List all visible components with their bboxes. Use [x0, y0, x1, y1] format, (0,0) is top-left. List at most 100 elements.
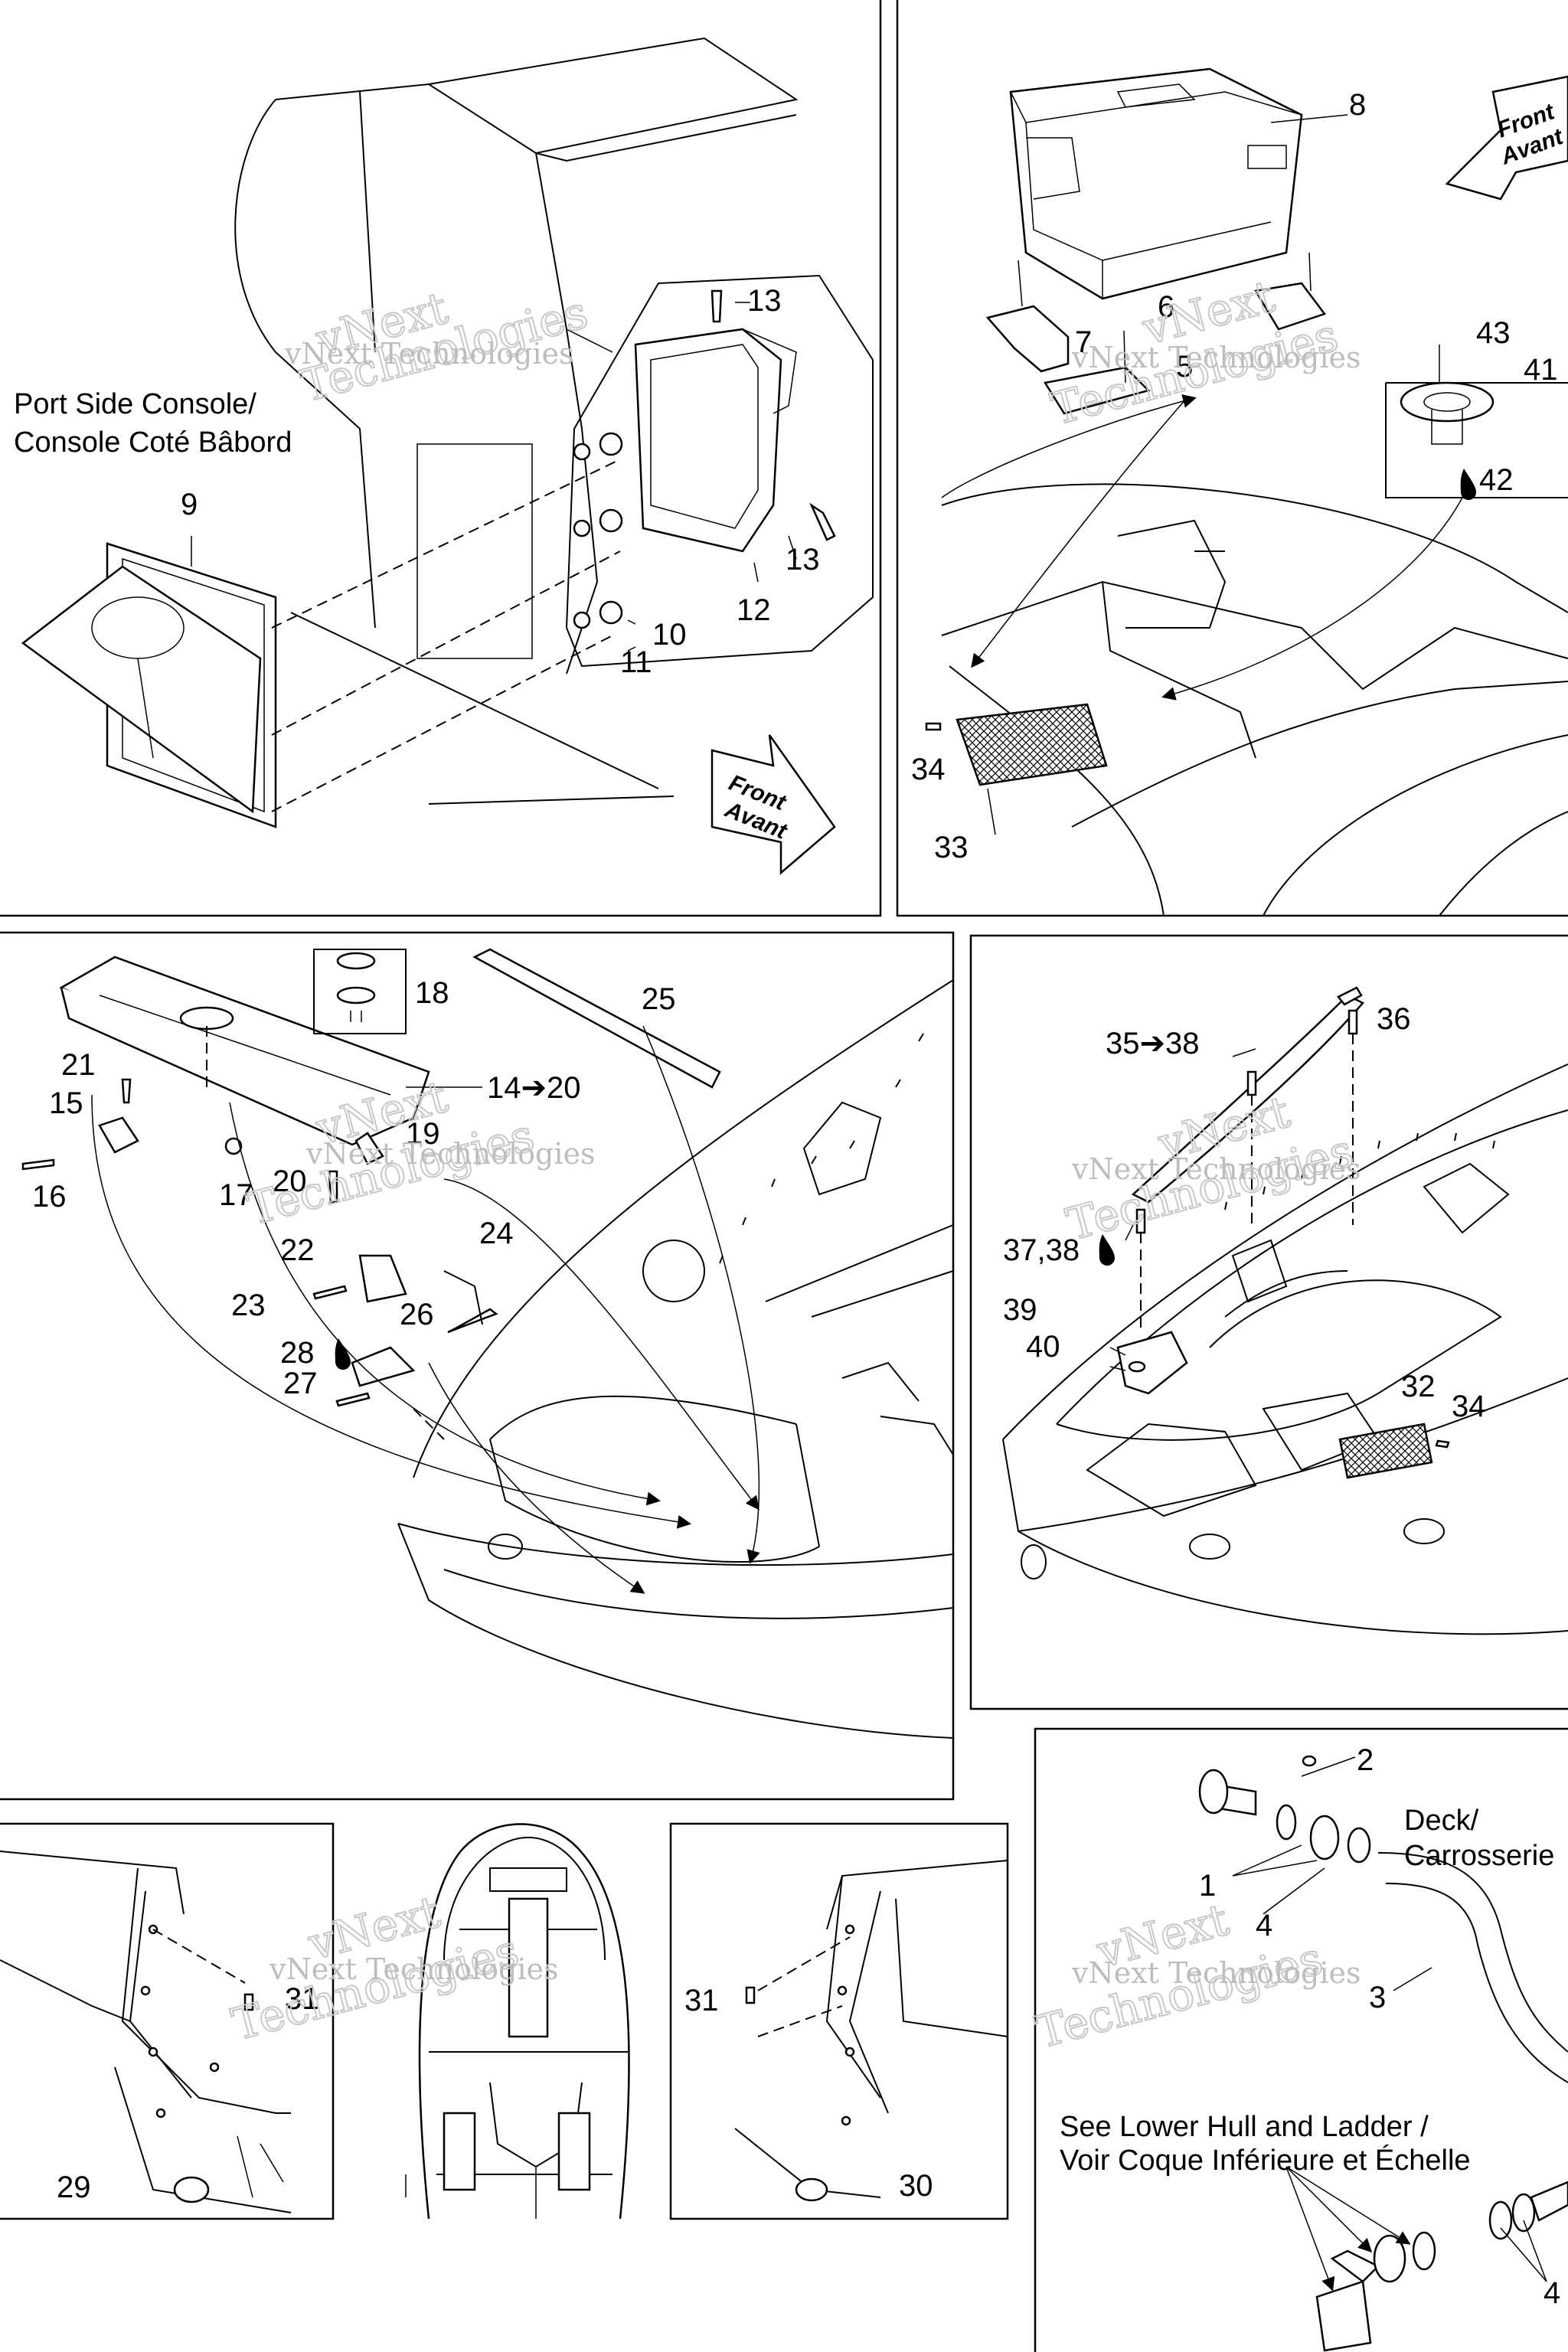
callout-1: 1 [1199, 1869, 1216, 1903]
callout-13: 13 [747, 284, 782, 318]
front-seat-leaders [91, 1025, 760, 1594]
grommet-inset [313, 949, 407, 1034]
callout-35-38: 35➔38 [1106, 1027, 1200, 1060]
storage-net [925, 703, 1108, 786]
callout-19: 19 [406, 1117, 440, 1151]
front-arrow-console: Front Avant [710, 734, 836, 875]
console-hardware [573, 289, 836, 629]
callout-18: 18 [415, 976, 449, 1010]
callout-31: 31 [285, 1982, 319, 2016]
front-seat-panel: 18 25 21 15 14➔20 19 16 17 20 24 22 23 2… [21, 948, 954, 1739]
drain-fittings [1198, 1755, 1371, 1864]
cooler [1009, 67, 1303, 300]
watermark: vNext Technologies [1071, 1956, 1361, 1990]
callout-23: 23 [231, 1289, 266, 1322]
callout-7: 7 [1075, 325, 1092, 359]
drop-icon [1099, 1234, 1115, 1266]
callout-21: 21 [61, 1048, 96, 1082]
callout-34: 34 [1452, 1390, 1486, 1423]
callout-39: 39 [1003, 1293, 1037, 1327]
bow-panel: 36 35➔38 37,38 39 40 32 34 [1002, 986, 1568, 1635]
seat-lid [59, 956, 430, 1146]
watermark: vNext Technologies [1071, 341, 1361, 374]
port-console-panel: Front Avant Port Side Console/ Console C… [14, 37, 874, 875]
callout-28: 28 [280, 1336, 315, 1370]
callout-25: 25 [642, 982, 676, 1016]
callout-8: 8 [1349, 88, 1366, 122]
bow-rail [1131, 986, 1364, 1204]
callout-13b: 13 [786, 543, 820, 577]
callout-10: 10 [652, 618, 687, 652]
callout-32: 32 [1401, 1370, 1436, 1403]
deck-drain-panel: Deck/ Carrosserie See Lower Hull and Lad… [1060, 1743, 1568, 2352]
see-lower-hull-note: See Lower Hull and Ladder / [1060, 2111, 1429, 2143]
watermark: vNext Technologies [269, 1952, 558, 1986]
cooler-brackets [985, 252, 1327, 415]
callout-2: 2 [1357, 1743, 1374, 1777]
right-side-panel [734, 1860, 1008, 2202]
watermark: vNext Technologies [284, 337, 573, 371]
callout-42: 42 [1479, 463, 1514, 497]
callout-4b: 4 [1544, 2276, 1560, 2310]
deck-label-fr: Carrosserie [1404, 1840, 1554, 1872]
callout-24: 24 [479, 1217, 514, 1250]
left-side-panel [0, 1851, 292, 2213]
top-view-boat [405, 1823, 630, 2220]
callout-20: 20 [273, 1165, 307, 1198]
bow-leaders [1109, 1034, 1354, 1371]
cooler-panel: Front Avant 8 6 7 5 43 41 42 34 33 [911, 67, 1568, 916]
watermark: vNext Technologies [305, 1137, 595, 1171]
watermarks: vNext Technologies vNext Technologies vN… [226, 270, 1361, 2060]
deck-plate-inset [1385, 345, 1568, 498]
callout-33: 33 [934, 831, 969, 864]
callout-4: 4 [1256, 1909, 1272, 1942]
watermark: vNext Technologies [1071, 1152, 1361, 1186]
port-console-leaders [191, 302, 797, 812]
drain-leaders [1232, 1756, 1547, 2292]
strip-25 [472, 948, 721, 1089]
callout-3: 3 [1369, 1981, 1386, 2014]
callout-11: 11 [620, 645, 652, 679]
callout-6: 6 [1158, 290, 1174, 324]
callout-41: 41 [1524, 353, 1558, 387]
lower-fittings [1315, 2180, 1568, 2352]
front-arrow-cooler: Front Avant [1445, 75, 1568, 201]
callout-27: 27 [283, 1367, 318, 1400]
cockpit-deck [941, 483, 1568, 916]
side-panels: 31 29 31 30 [0, 1823, 1008, 2220]
callout-43: 43 [1476, 316, 1511, 350]
callout-37-38: 37,38 [1003, 1233, 1080, 1267]
drop-icon [1460, 469, 1476, 500]
callout-22: 22 [280, 1233, 315, 1267]
callout-29: 29 [57, 2171, 91, 2204]
glovebox-door [21, 542, 277, 828]
console-title-fr: Console Coté Bâbord [14, 426, 292, 459]
callout-26: 26 [400, 1298, 434, 1331]
callout-31b: 31 [684, 1984, 719, 2017]
callout-34: 34 [911, 753, 946, 786]
bow-hardware [1116, 1009, 1450, 1479]
callout-12: 12 [737, 593, 771, 627]
drain-hose [1377, 1852, 1568, 2083]
hull-rivets [719, 1033, 924, 1264]
callout-15: 15 [49, 1086, 83, 1120]
console-body [234, 37, 799, 805]
callout-5: 5 [1176, 350, 1193, 384]
cooler-leaders [941, 114, 1463, 835]
bow-hull [1002, 1063, 1568, 1635]
callout-14-20: 14➔20 [487, 1071, 581, 1105]
see-lower-hull-note-fr: Voir Coque Inférieure et Échelle [1060, 2144, 1471, 2177]
callout-30: 30 [899, 2169, 933, 2203]
console-cutout-panel [565, 274, 874, 668]
console-title: Port Side Console/ [14, 388, 256, 420]
seat-hardware [21, 1078, 498, 1407]
deck-label: Deck/ [1404, 1805, 1479, 1837]
callout-40: 40 [1026, 1330, 1060, 1364]
hull-body [397, 979, 954, 1739]
bow-rivets [1224, 1132, 1495, 1210]
callout-16: 16 [32, 1180, 67, 1214]
callout-36: 36 [1377, 1002, 1411, 1036]
drop-icon [335, 1338, 351, 1370]
